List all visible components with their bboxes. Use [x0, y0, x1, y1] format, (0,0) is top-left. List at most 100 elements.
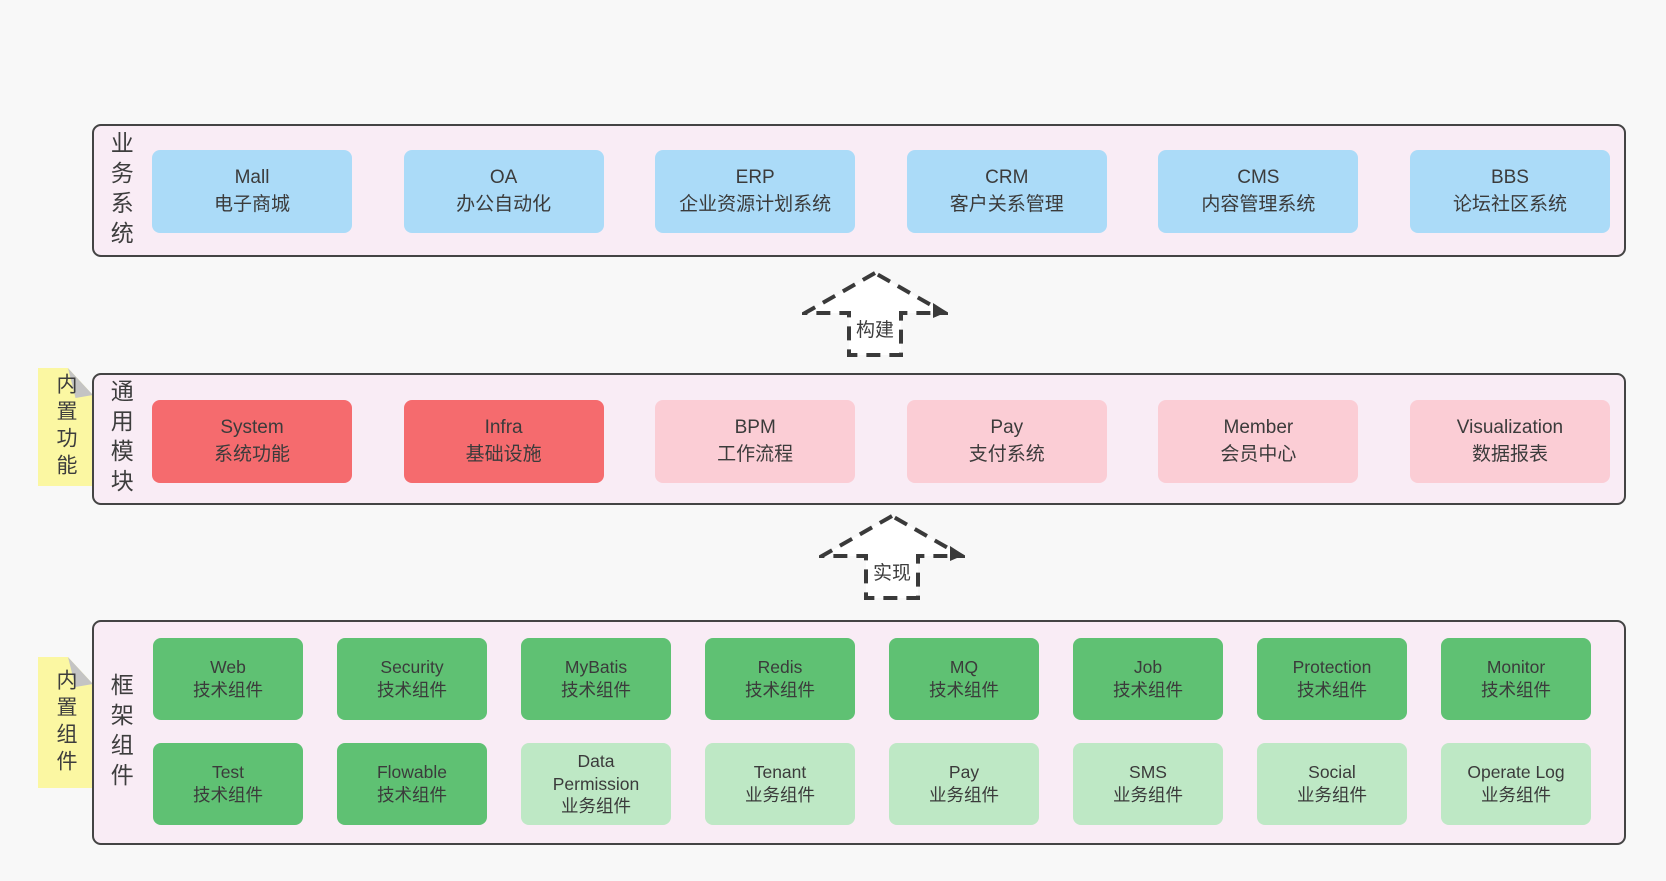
box-subtitle: 技术组件 — [1297, 680, 1367, 700]
box-protection: Protection 技术组件 — [1257, 638, 1407, 720]
box-subtitle: 技术组件 — [1481, 680, 1551, 700]
box-data-permission: Data Permission 业务组件 — [521, 743, 671, 825]
box-subtitle: 技术组件 — [745, 680, 815, 700]
sticky-note-text: 内置功能 — [54, 373, 77, 481]
box-tenant: Tenant 业务组件 — [705, 743, 855, 825]
box-title: Web — [210, 657, 246, 678]
section-framework-components: 框架组件 Web 技术组件 Security 技术组件 MyBatis 技术组件… — [92, 620, 1626, 845]
box-title: Flowable — [376, 762, 448, 783]
dashed-up-arrow-icon — [802, 270, 948, 357]
dashed-up-arrow-icon — [819, 513, 965, 600]
framework-box-row-2: Test 技术组件 Flowable 技术组件 Data Permission … — [153, 743, 1591, 825]
modules-box-row: System 系统功能 Infra 基础设施 BPM 工作流程 Pay 支付系统… — [152, 400, 1610, 483]
box-title: BBS — [1490, 167, 1529, 189]
implement-arrow: 实现 — [819, 513, 965, 601]
box-test: Test 技术组件 — [153, 743, 303, 825]
box-mq: MQ 技术组件 — [889, 638, 1039, 720]
box-social: Social 业务组件 — [1257, 743, 1407, 825]
box-title: BPM — [734, 417, 776, 439]
box-subtitle: 电子商城 — [213, 193, 290, 215]
box-title: MyBatis — [564, 657, 628, 678]
box-title: OA — [489, 167, 518, 189]
box-title: Protection — [1292, 657, 1372, 678]
box-monitor: Monitor 技术组件 — [1441, 638, 1591, 720]
box-operate-log: Operate Log 业务组件 — [1441, 743, 1591, 825]
box-bbs: BBS 论坛社区系统 — [1409, 150, 1610, 233]
box-web: Web 技术组件 — [153, 638, 303, 720]
box-subtitle: 论坛社区系统 — [1452, 193, 1567, 215]
box-subtitle: 数据报表 — [1471, 443, 1548, 465]
box-oa: OA 办公自动化 — [403, 150, 604, 233]
box-title: MQ — [949, 657, 979, 678]
sticky-note-text: 内置组件 — [54, 668, 77, 777]
box-subtitle: 技术组件 — [193, 680, 263, 700]
box-subtitle: 工作流程 — [717, 443, 794, 465]
box-system: System 系统功能 — [152, 400, 352, 483]
box-subtitle: 业务组件 — [745, 785, 815, 805]
section-label-modules: 通用模块 — [107, 379, 134, 499]
box-subtitle: 技术组件 — [1113, 680, 1183, 700]
box-bpm: BPM 工作流程 — [655, 400, 856, 483]
box-title: Infra — [484, 417, 523, 439]
box-title: Tenant — [753, 762, 807, 783]
box-security: Security 技术组件 — [337, 638, 487, 720]
box-subtitle: 内容管理系统 — [1201, 193, 1316, 215]
box-infra: Infra 基础设施 — [403, 400, 604, 483]
box-subtitle: 企业资源计划系统 — [679, 193, 832, 215]
box-title: Job — [1133, 657, 1163, 678]
box-title: Monitor — [1486, 657, 1546, 678]
box-subtitle: 业务组件 — [929, 785, 999, 805]
box-flowable: Flowable 技术组件 — [337, 743, 487, 825]
box-title: Security — [380, 657, 444, 678]
box-subtitle: 技术组件 — [193, 785, 263, 805]
box-redis: Redis 技术组件 — [705, 638, 855, 720]
box-subtitle: 业务组件 — [1297, 785, 1367, 805]
box-subtitle: 支付系统 — [968, 443, 1045, 465]
box-mall: Mall 电子商城 — [152, 150, 352, 233]
box-subtitle: 客户关系管理 — [949, 193, 1064, 215]
box-subtitle: 技术组件 — [561, 680, 631, 700]
box-crm: CRM 客户关系管理 — [906, 150, 1107, 233]
box-sms: SMS 业务组件 — [1073, 743, 1223, 825]
box-title: Pay — [990, 417, 1024, 439]
box-title: CMS — [1237, 167, 1280, 189]
sticky-note-builtin-features: 内置功能 — [38, 368, 93, 486]
box-mybatis: MyBatis 技术组件 — [521, 638, 671, 720]
box-subtitle: 业务组件 — [561, 796, 631, 817]
box-title: Member — [1223, 417, 1294, 439]
build-arrow: 构建 — [802, 270, 948, 358]
box-title: Pay — [948, 762, 980, 783]
box-cms: CMS 内容管理系统 — [1158, 150, 1359, 233]
business-box-row: Mall 电子商城 OA 办公自动化 ERP 企业资源计划系统 CRM 客户关系… — [152, 150, 1610, 233]
box-member: Member 会员中心 — [1158, 400, 1359, 483]
sticky-note-builtin-components: 内置组件 — [38, 657, 93, 788]
box-title: CRM — [985, 167, 1029, 189]
framework-box-row-1: Web 技术组件 Security 技术组件 MyBatis 技术组件 Redi… — [153, 638, 1591, 720]
box-pay-component: Pay 业务组件 — [889, 743, 1039, 825]
section-label-business: 业务系统 — [107, 130, 134, 251]
box-subtitle: 业务组件 — [1113, 785, 1183, 805]
box-title: Visualization — [1456, 417, 1564, 439]
box-subtitle: 办公自动化 — [456, 193, 552, 215]
box-erp: ERP 企业资源计划系统 — [655, 150, 856, 233]
section-common-modules: 通用模块 System 系统功能 Infra 基础设施 BPM 工作流程 Pay… — [92, 373, 1626, 505]
box-subtitle: 技术组件 — [929, 680, 999, 700]
box-title: System — [220, 417, 284, 439]
section-business-systems: 业务系统 Mall 电子商城 OA 办公自动化 ERP 企业资源计划系统 CRM… — [92, 124, 1626, 257]
box-subtitle: 系统功能 — [213, 443, 290, 465]
box-title: SMS — [1129, 762, 1167, 783]
section-label-framework: 框架组件 — [107, 672, 134, 793]
arrow-label: 实现 — [871, 558, 913, 585]
box-title: Mall — [234, 167, 270, 189]
box-subtitle: 会员中心 — [1220, 443, 1297, 465]
box-pay: Pay 支付系统 — [906, 400, 1107, 483]
box-title: Operate Log — [1467, 762, 1565, 783]
box-title: Data Permission — [552, 750, 640, 794]
box-subtitle: 技术组件 — [377, 785, 447, 805]
box-subtitle: 业务组件 — [1481, 785, 1551, 805]
box-title: Test — [211, 762, 245, 783]
box-title: ERP — [735, 167, 775, 189]
box-job: Job 技术组件 — [1073, 638, 1223, 720]
box-subtitle: 基础设施 — [465, 443, 542, 465]
